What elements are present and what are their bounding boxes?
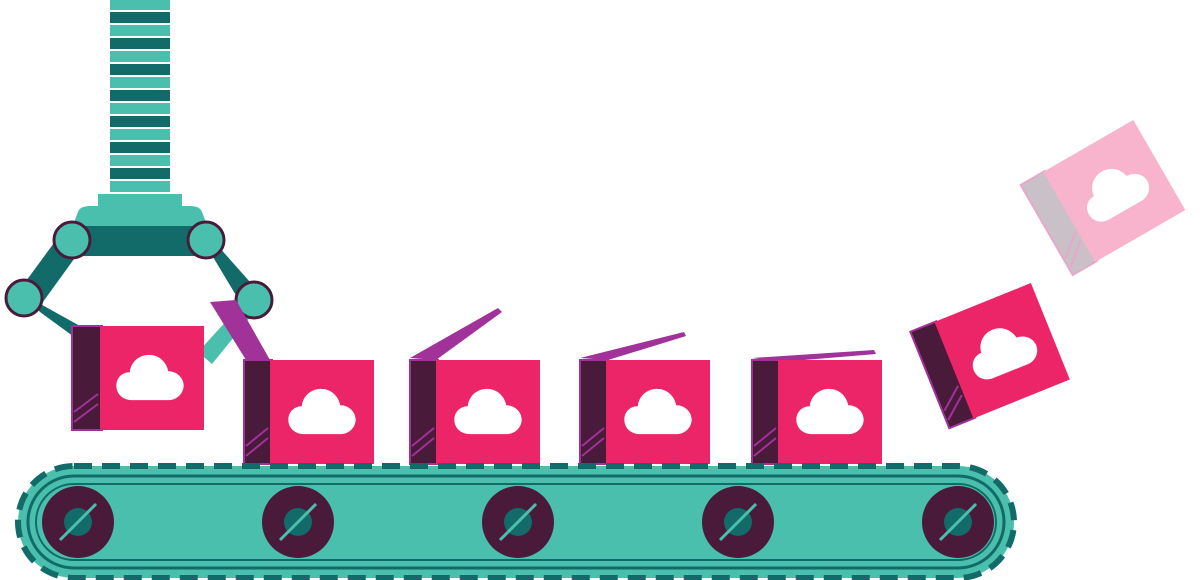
roller xyxy=(922,486,994,558)
joint-icon xyxy=(186,220,226,260)
joint-icon xyxy=(52,220,92,260)
arm-crossbar xyxy=(72,226,208,256)
box-4 xyxy=(751,350,882,465)
joint-icon xyxy=(4,278,44,318)
roller xyxy=(262,486,334,558)
arm-spine xyxy=(110,0,170,192)
box-5-tumbling xyxy=(909,283,1070,430)
belt-track xyxy=(26,474,1006,570)
roller xyxy=(702,486,774,558)
box-held xyxy=(71,325,204,431)
conveyor-belt xyxy=(15,463,1017,580)
roller xyxy=(482,486,554,558)
box-2 xyxy=(409,308,540,465)
box-1 xyxy=(210,300,374,465)
belt-inner xyxy=(35,483,997,561)
arm-neck xyxy=(98,194,182,208)
box-6-faded xyxy=(1019,119,1186,277)
roller xyxy=(42,486,114,558)
box-3 xyxy=(579,332,710,465)
